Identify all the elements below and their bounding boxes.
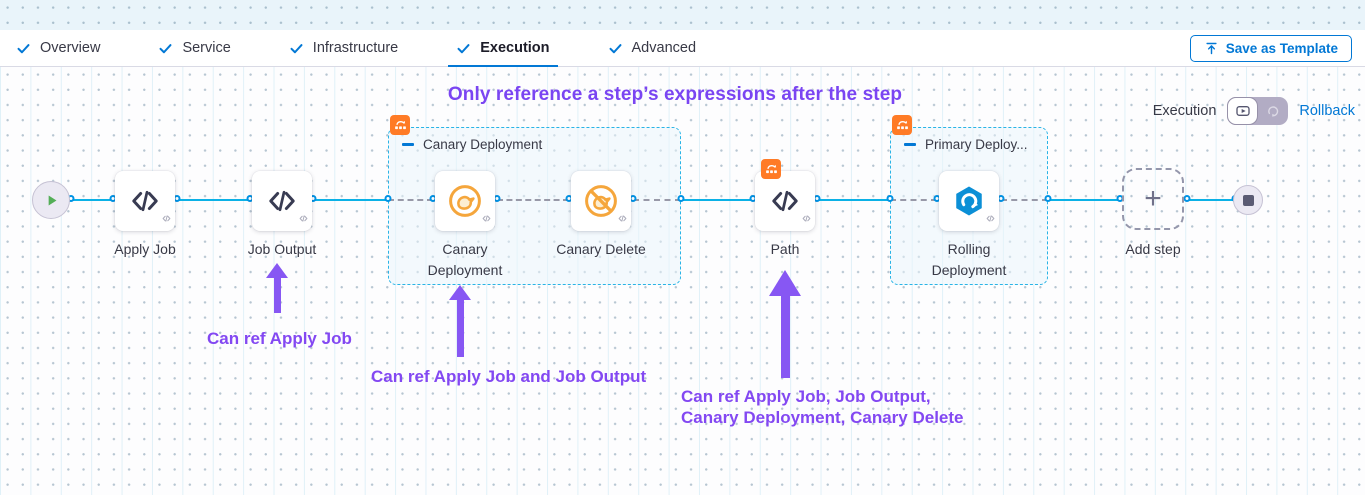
- play-icon: [43, 192, 60, 209]
- group-title: Canary Deployment: [423, 137, 543, 152]
- step-node-path[interactable]: [755, 159, 815, 231]
- step-label: Path: [770, 241, 800, 257]
- group-header: Primary Deploy...: [891, 128, 1047, 152]
- connector-line-dashed: [388, 199, 433, 201]
- code-icon: [267, 186, 297, 216]
- collapse-minus-icon[interactable]: [904, 143, 916, 146]
- step-group-primary-deployment: Primary Deploy...: [890, 115, 1048, 285]
- script-mini-icon: [162, 210, 171, 228]
- script-mini-icon: [482, 210, 491, 228]
- mode-switch[interactable]: [1227, 97, 1289, 125]
- connector-port[interactable]: [1044, 195, 1052, 202]
- connector-line: [177, 199, 250, 201]
- execution-play-icon: [1235, 103, 1251, 119]
- script-mini-icon: [618, 210, 627, 228]
- connector-line: [313, 199, 388, 201]
- connector-port[interactable]: [677, 195, 685, 202]
- rollback-arrow-icon: [1265, 103, 1281, 119]
- tab-label: Overview: [40, 40, 101, 56]
- collapse-minus-icon[interactable]: [402, 143, 414, 146]
- annotation-text: Can ref Apply Job and Job Output: [371, 367, 647, 386]
- annotation-arrow-up: [769, 270, 801, 378]
- step-label: Canary Deployment: [427, 241, 503, 278]
- tab-label: Infrastructure: [312, 40, 399, 56]
- tab-label: Service: [182, 40, 231, 56]
- step-node-apply-job[interactable]: [115, 171, 175, 231]
- step-label: Canary Delete: [556, 241, 646, 257]
- group-header: Canary Deployment: [389, 128, 680, 152]
- pipeline-start-node: [32, 181, 70, 219]
- step-node-canary-deployment[interactable]: [435, 171, 495, 231]
- script-mini-icon: [986, 210, 995, 228]
- add-step-button[interactable]: [1122, 168, 1184, 230]
- check-icon: [608, 41, 623, 56]
- connector-line-dashed: [1001, 199, 1048, 201]
- tab-advanced[interactable]: Advanced: [608, 30, 697, 67]
- tab-service[interactable]: Service: [158, 30, 231, 67]
- execution-label: Execution: [1152, 103, 1217, 119]
- connector-line: [1048, 199, 1120, 201]
- connector-line: [1187, 199, 1235, 201]
- tab-label: Execution: [480, 40, 550, 56]
- step-label: Rolling Deployment: [931, 241, 1007, 278]
- check-icon: [289, 41, 304, 56]
- connector-line: [817, 199, 890, 201]
- annotation-arrow-up: [266, 263, 288, 313]
- save-as-template-button[interactable]: Save as Template: [1189, 34, 1352, 62]
- stage-tabbar: Overview Service Infrastructure Executio…: [0, 30, 1365, 68]
- code-icon: [770, 186, 800, 216]
- rolling-steps-badge-icon: [390, 115, 410, 135]
- annotation-arrow-up: [449, 285, 471, 357]
- connector-port[interactable]: [886, 195, 894, 202]
- connector-line-dashed: [890, 199, 937, 201]
- tab-label: Advanced: [631, 40, 697, 56]
- canary-icon: [447, 183, 483, 219]
- rolling-deployment-icon: [952, 184, 986, 218]
- canvas-top-strip: [0, 0, 1365, 30]
- tab-overview[interactable]: Overview: [16, 30, 100, 67]
- step-label: Add step: [1125, 241, 1181, 257]
- connector-line: [681, 199, 753, 201]
- step-node-job-output[interactable]: [252, 171, 312, 231]
- connector-line-dashed: [633, 199, 681, 201]
- rollback-link[interactable]: Rollback: [1299, 103, 1355, 119]
- code-icon: [130, 186, 160, 216]
- check-icon: [16, 41, 31, 56]
- step-node-rolling-deployment[interactable]: [939, 171, 999, 231]
- annotation-text-line2: Canary Deployment, Canary Delete: [681, 408, 964, 427]
- stop-icon: [1242, 194, 1254, 206]
- check-icon: [456, 41, 471, 56]
- pipeline-end-node: [1233, 185, 1263, 215]
- step-label: Job Output: [247, 241, 317, 257]
- save-as-template-label: Save as Template: [1225, 40, 1338, 56]
- annotation-text-line1: Can ref Apply Job, Job Output,: [681, 387, 931, 406]
- annotation-text: Can ref Apply Job, Job Output, Canary De…: [681, 386, 964, 428]
- canary-delete-icon: [583, 183, 619, 219]
- check-icon: [158, 41, 173, 56]
- script-mini-icon: [299, 210, 308, 228]
- plus-icon: [1144, 184, 1162, 214]
- rollback-mode-button[interactable]: [1258, 97, 1288, 125]
- annotation-title: Only reference a step’s expressions afte…: [447, 84, 903, 105]
- tab-infrastructure[interactable]: Infrastructure: [289, 30, 398, 67]
- tab-execution[interactable]: Execution: [448, 30, 558, 68]
- pipeline-canvas[interactable]: Only reference a step’s expressions afte…: [0, 67, 1365, 495]
- annotation-text: Can ref Apply Job: [207, 329, 352, 348]
- execution-rollback-control: Execution Rollback: [1153, 97, 1355, 125]
- execution-mode-button[interactable]: [1227, 97, 1258, 125]
- connector-line-dashed: [497, 199, 569, 201]
- connector-port[interactable]: [1183, 195, 1191, 202]
- step-label: Apply Job: [114, 241, 176, 257]
- step-node-canary-delete[interactable]: [571, 171, 631, 231]
- rolling-steps-badge-icon: [761, 159, 781, 179]
- script-mini-icon: [802, 210, 811, 228]
- connector-line: [71, 199, 112, 201]
- group-title: Primary Deploy...: [925, 137, 1028, 152]
- connector-port[interactable]: [384, 195, 392, 202]
- upload-icon: [1204, 41, 1219, 56]
- rolling-steps-badge-icon: [892, 115, 912, 135]
